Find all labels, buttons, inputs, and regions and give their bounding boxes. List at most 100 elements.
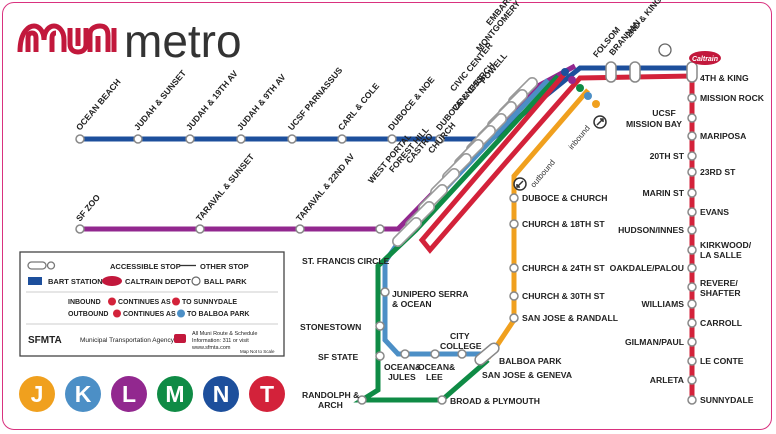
label-sj-geneva: SAN JOSE & GENEVA: [482, 370, 572, 380]
line-badge-letter-m: M: [165, 381, 184, 407]
label-le-conte: LE CONTE: [700, 356, 744, 366]
line-badge-n: [203, 376, 239, 412]
label-st-francis: ST. FRANCIS CIRCLE: [302, 256, 390, 266]
legend-other-stop: OTHER STOP: [200, 262, 249, 271]
label-judah-sunset: JUDAH & SUNSET: [132, 67, 189, 132]
line-badge-letter-l: L: [122, 381, 136, 407]
t-line-stops: [687, 93, 697, 405]
label-revere-2: SHAFTER: [700, 288, 741, 298]
label-sj-randall: SAN JOSE & RANDALL: [522, 313, 618, 323]
legend-bart: BART STATION: [48, 277, 103, 286]
label-ocean-lee-1: OCEAN&: [418, 362, 455, 372]
label-broad-plymouth: BROAD & PLYMOUTH: [450, 396, 540, 406]
legend-box: ACCESSIBLE STOP OTHER STOP BART STATION …: [19, 251, 285, 357]
label-20th: 20TH ST: [650, 151, 685, 161]
sfmta-logo: SFMTA: [28, 335, 62, 346]
label-balboa-park: BALBOA PARK: [499, 356, 562, 366]
km-line-stops: [357, 287, 467, 405]
label-mariposa: MARIPOSA: [700, 131, 746, 141]
label-city-college-2: COLLEGE: [440, 341, 482, 351]
label-ucsf-mb-2: MISSION BAY: [626, 119, 682, 129]
label-kirkwood-2: LA SALLE: [700, 250, 742, 260]
label-duboce-church-j: DUBOCE & CHURCH: [522, 193, 607, 203]
line-badge-letter-j: J: [31, 381, 44, 407]
label-ocean-beach: OCEAN BEACH: [74, 77, 123, 132]
not-to-scale: Map Not to Scale: [240, 349, 275, 354]
info-line-1: All Muni Route & Schedule: [192, 331, 257, 337]
n-line-stops: [75, 134, 445, 144]
label-evans: EVANS: [700, 207, 729, 217]
legend-accessible-stop: ACCESSIBLE STOP: [110, 262, 181, 271]
line-badge-letter-k: K: [75, 381, 92, 407]
label-ocean-lee-2: LEE: [426, 372, 443, 382]
label-taraval-sunset: TARAVAL & SUNSET: [194, 151, 257, 223]
line-badge-k: [65, 376, 101, 412]
label-stonestown: STONESTOWN: [300, 322, 361, 332]
muni-logo: [17, 23, 117, 55]
direction-arrows: [513, 115, 607, 191]
agency-name: Municipal Transportation Agency: [80, 337, 175, 344]
line-badge-letter-n: N: [213, 381, 230, 407]
legend-inbound-3: TO SUNNYDALE: [182, 299, 237, 306]
label-junipero-1: JUNIPERO SERRA: [392, 289, 468, 299]
legend-inbound-1: INBOUND: [68, 299, 101, 306]
line-badge-l: [111, 376, 147, 412]
map-frame: [2, 2, 772, 430]
label-ucsf-mb-1: UCSF: [652, 108, 675, 118]
metro-title: metro: [124, 15, 242, 67]
line-badge-t: [249, 376, 285, 412]
terminal-letter-dots: [561, 68, 600, 108]
label-city-college-1: CITY: [450, 331, 470, 341]
outbound-label: outbound: [529, 158, 557, 189]
label-taraval-22nd: TARAVAL & 22ND AV: [294, 151, 357, 223]
label-church-18th: CHURCH & 18TH ST: [522, 219, 605, 229]
legend-caltrain: CALTRAIN DEPOT: [125, 277, 191, 286]
label-church-24th: CHURCH & 24TH ST: [522, 263, 605, 273]
ball-park-icon: [658, 43, 672, 57]
l-line-stops: [75, 224, 385, 234]
label-carl-cole: CARL & COLE: [336, 81, 381, 132]
inbound-label: inbound: [567, 124, 592, 152]
legend-outbound-3: TO BALBOA PARK: [187, 311, 249, 318]
line-badge-j: [19, 376, 55, 412]
label-sf-zoo: SF ZOO: [74, 192, 102, 223]
j-line-stops: [509, 193, 519, 323]
info-line-3: www.sfmta.com: [191, 345, 231, 351]
label-randolph-2: ARCH: [318, 400, 343, 410]
label-ucsf-parnassus: UCSF PARNASSUS: [286, 65, 345, 132]
label-arleta: ARLETA: [650, 375, 684, 385]
label-duboce-noe: DUBOCE & NOE: [386, 74, 437, 132]
accessible-stops: [474, 61, 698, 366]
label-marin: MARIN ST: [642, 188, 684, 198]
label-hudson: HUDSON/INNES: [618, 225, 684, 235]
label-junipero-2: & OCEAN: [392, 299, 432, 309]
legend-ball-park: BALL PARK: [204, 277, 247, 286]
legend-inbound-2: CONTINUES AS: [118, 299, 171, 306]
legend-outbound-2: CONTINUES AS: [123, 311, 176, 318]
label-church-30th: CHURCH & 30TH ST: [522, 291, 605, 301]
label-williams: WILLIAMS: [642, 299, 685, 309]
label-oakdale: OAKDALE/PALOU: [610, 263, 684, 273]
label-revere-1: REVERE/: [700, 278, 738, 288]
label-carroll: CARROLL: [700, 318, 742, 328]
label-23rd: 23RD ST: [700, 167, 736, 177]
info-line-2: Information: 311 or visit: [192, 338, 249, 344]
label-2nd-king: 2ND & KING: [624, 0, 664, 39]
label-ocean-jules-2: JULES: [388, 372, 416, 382]
label-mission-rock: MISSION ROCK: [700, 93, 765, 103]
label-kirkwood-1: KIRKWOOD/: [700, 240, 752, 250]
line-badge-letter-t: T: [260, 381, 274, 407]
svg-text:Caltrain: Caltrain: [692, 56, 718, 63]
label-judah-9th: JUDAH & 9TH AV: [235, 72, 288, 132]
label-sunnydale: SUNNYDALE: [700, 395, 754, 405]
legend-outbound-1: OUTBOUND: [68, 311, 108, 318]
subway-platforms: [392, 77, 538, 247]
station-labels-horizontal: ST. FRANCIS CIRCLE JUNIPERO SERRA & OCEA…: [300, 73, 765, 410]
caltrain-icon: Caltrain: [689, 51, 721, 65]
label-ocean-jules-1: OCEAN&: [384, 362, 421, 372]
label-judah-19th: JUDAH & 19TH AV: [184, 68, 240, 132]
label-4th-king: 4TH & KING: [700, 73, 749, 83]
